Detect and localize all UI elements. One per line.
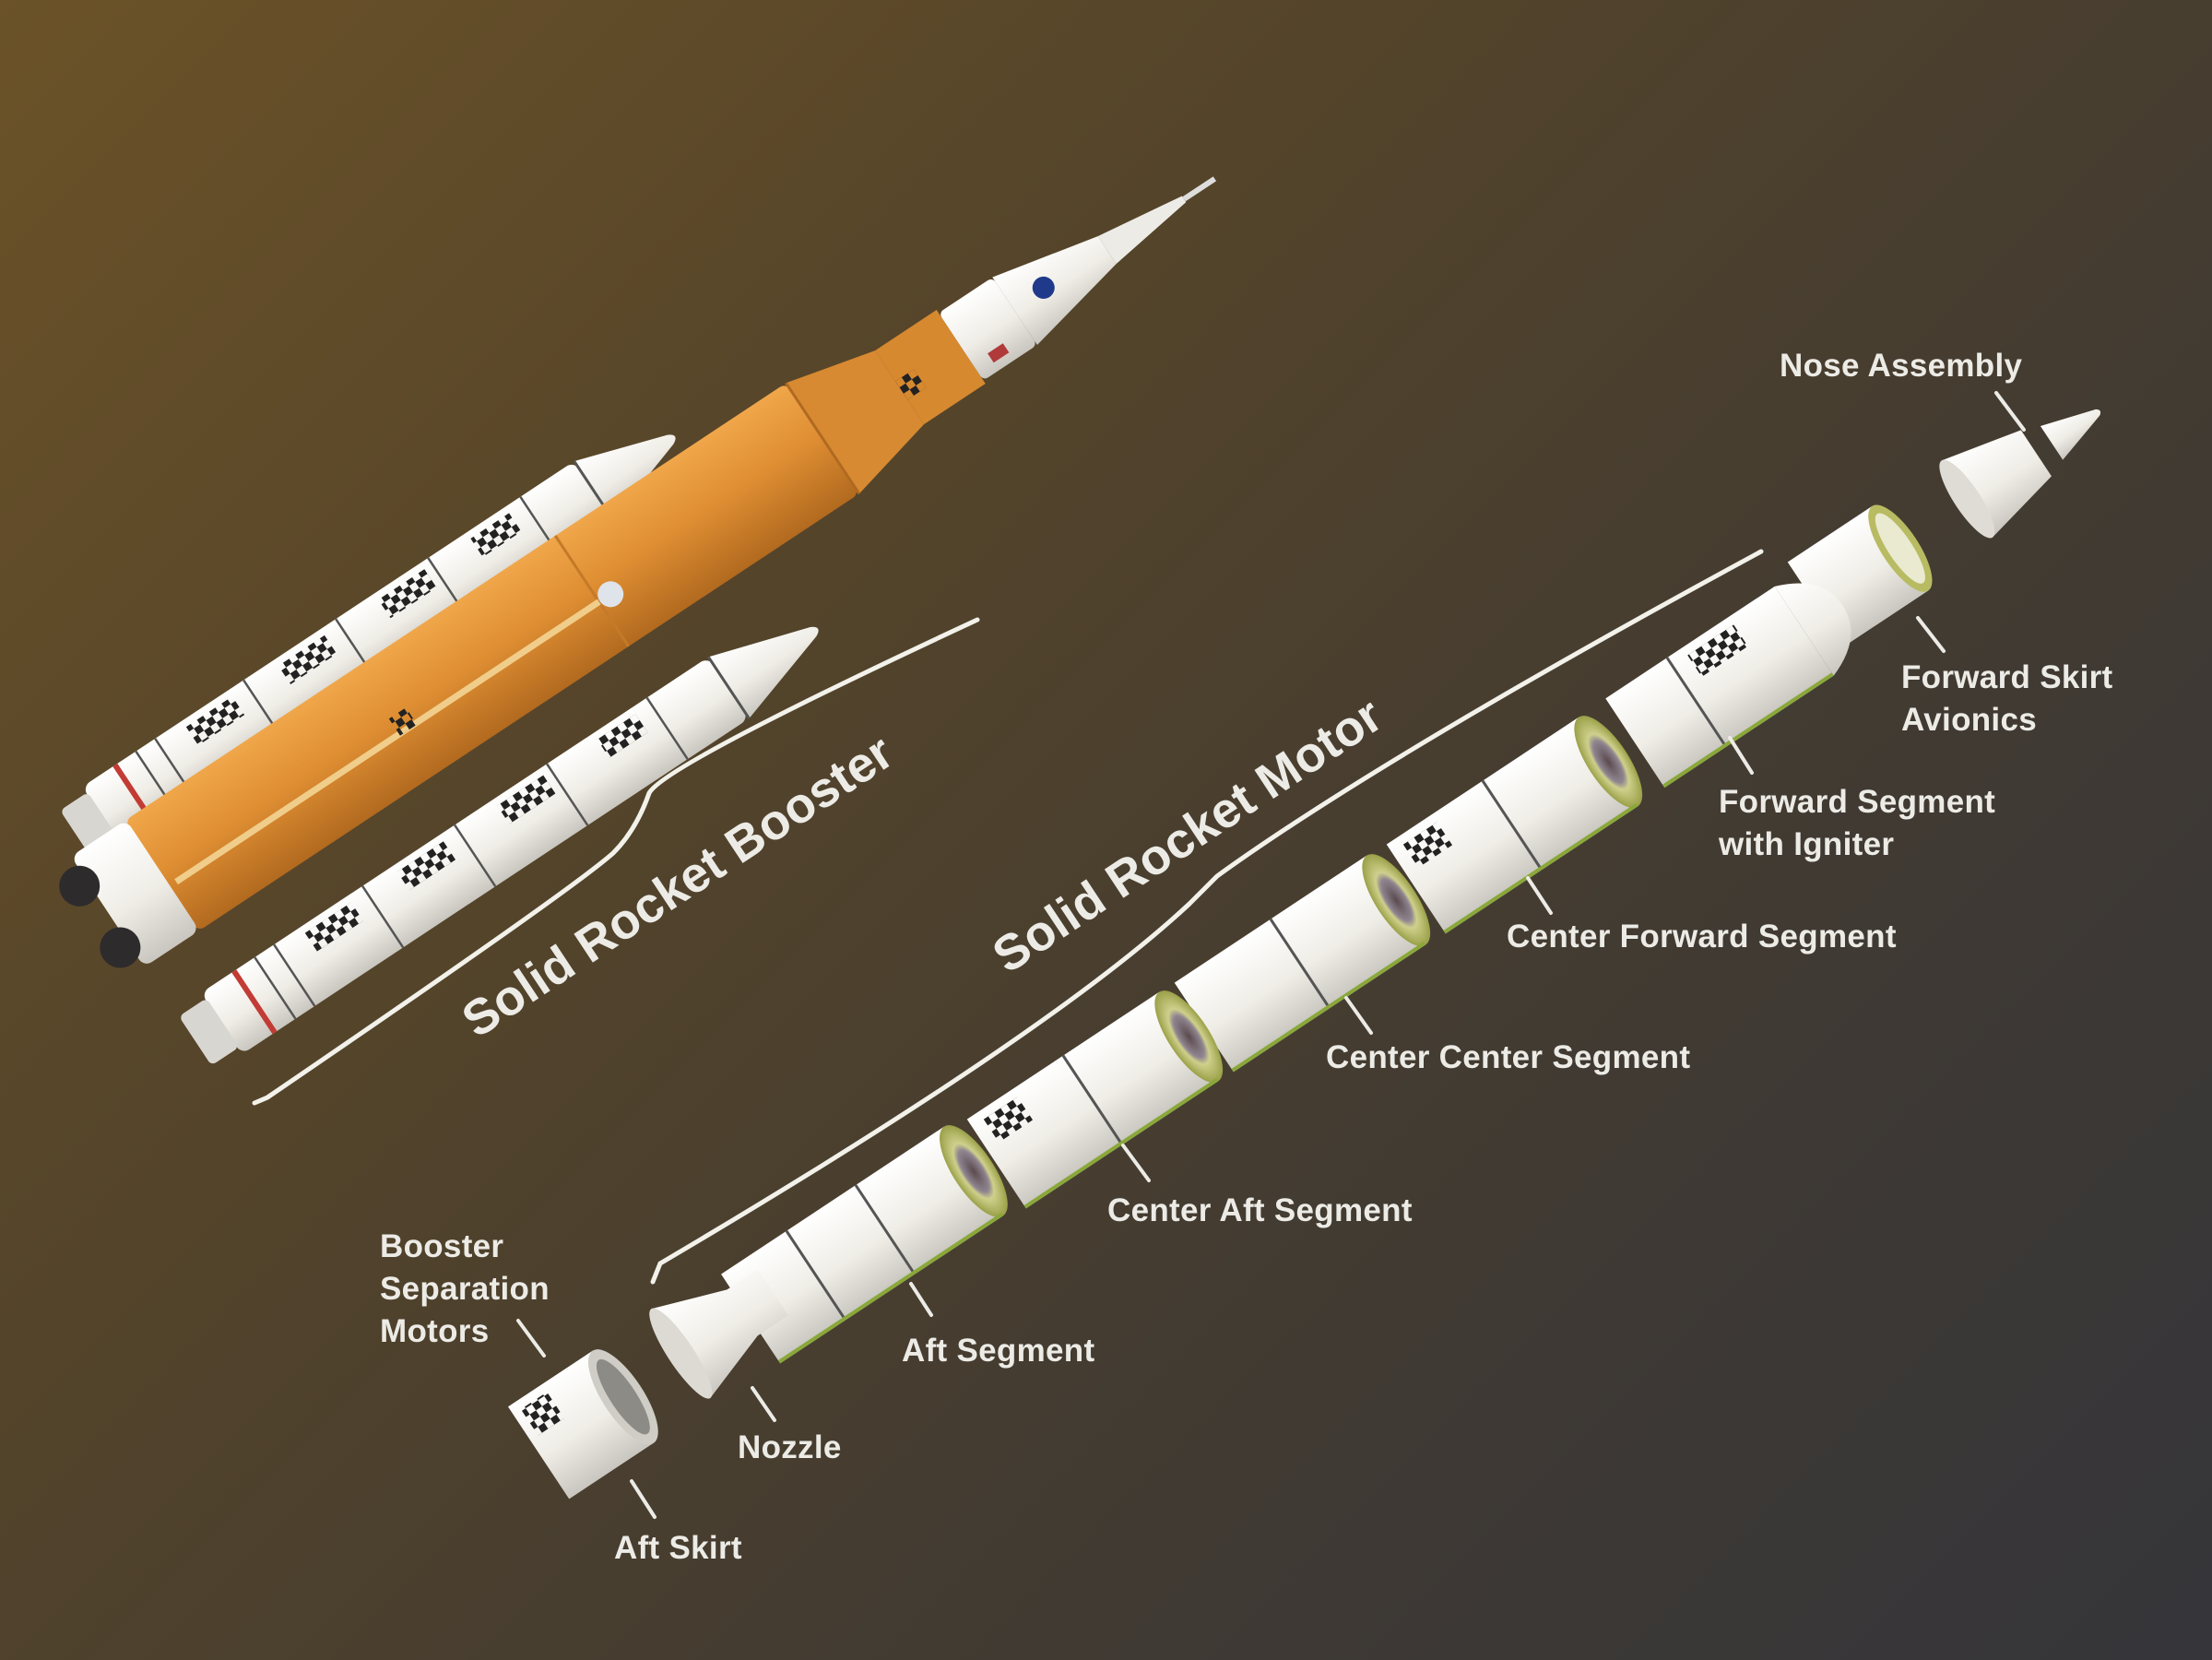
aft-skirt-label: Aft Skirt bbox=[614, 1530, 742, 1566]
center-aft-segment-part bbox=[966, 990, 1224, 1209]
motor-bracket bbox=[650, 549, 1764, 1285]
sls-rocket bbox=[59, 176, 1217, 1064]
aft-skirt-part bbox=[508, 1349, 658, 1500]
leader-lines bbox=[516, 391, 2026, 1519]
aft-segment-part bbox=[721, 1125, 1008, 1364]
center-forward-segment-part bbox=[1386, 716, 1643, 934]
nose-assembly-label: Nose Assembly bbox=[1780, 348, 2023, 384]
core-stage bbox=[59, 176, 1217, 968]
center-forward-segment-label: Center Forward Segment bbox=[1507, 919, 1897, 954]
center-center-segment-label: Center Center Segment bbox=[1326, 1039, 1691, 1075]
center-aft-segment-label: Center Aft Segment bbox=[1107, 1192, 1413, 1228]
upper-solid-rocket-booster bbox=[62, 434, 676, 855]
aft-segment-label: Aft Segment bbox=[902, 1333, 1095, 1369]
nozzle-label: Nozzle bbox=[738, 1429, 842, 1465]
forward-segment-label: Forward Segment with Igniter bbox=[1719, 784, 1996, 862]
exploded-components bbox=[508, 409, 2101, 1500]
booster-bracket bbox=[252, 617, 980, 1106]
nozzle-part bbox=[649, 1269, 788, 1399]
lower-solid-rocket-booster bbox=[181, 626, 819, 1064]
forward-skirt-avionics-label: Forward Skirt Avionics bbox=[1901, 659, 2113, 738]
center-center-segment-part bbox=[1174, 854, 1431, 1073]
forward-segment-part bbox=[1605, 583, 1851, 788]
nose-assembly-part bbox=[1939, 409, 2101, 539]
booster-separation-motors-label: Booster Separation Motors bbox=[380, 1228, 550, 1349]
